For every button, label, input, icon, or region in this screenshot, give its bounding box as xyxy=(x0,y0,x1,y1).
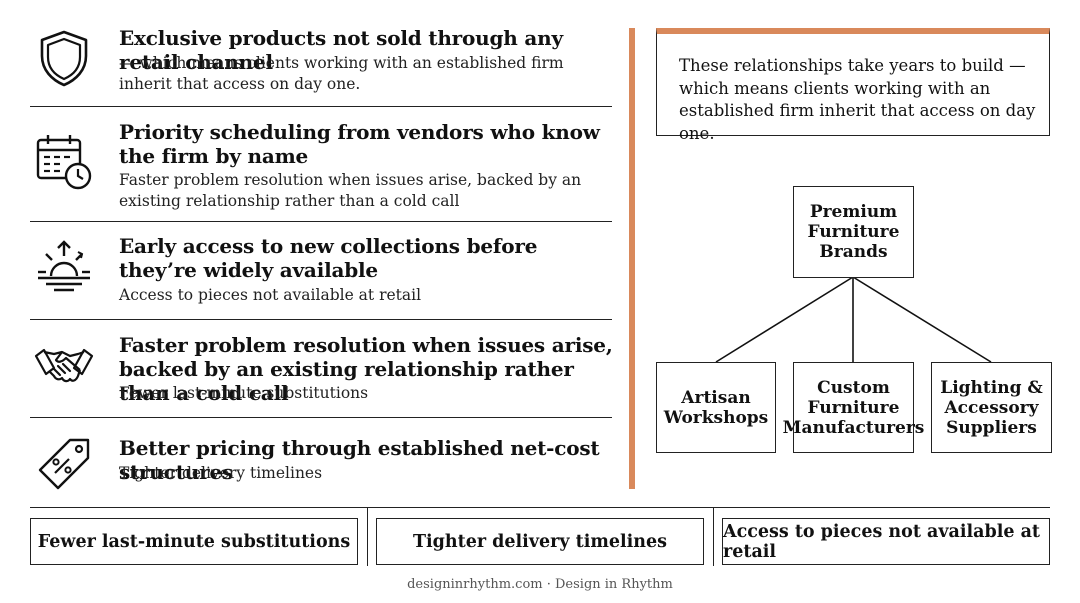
diagram-root-node: Premium Furniture Brands xyxy=(793,186,914,278)
connector-line xyxy=(852,276,992,363)
diagram-child-node: Artisan Workshops xyxy=(656,362,776,453)
benefit-title: Early access to new collections before t… xyxy=(119,234,538,282)
divider xyxy=(30,221,612,222)
divider xyxy=(713,508,714,566)
connector-line xyxy=(715,276,854,363)
benefit-item: Priority scheduling from vendors who kno… xyxy=(30,118,612,218)
benefit-item: Early access to new collections before t… xyxy=(30,234,612,314)
benefit-item: Better pricing through established net-c… xyxy=(30,436,612,500)
benefit-title: Priority scheduling from vendors who kno… xyxy=(119,120,600,168)
price-tag-icon xyxy=(38,438,90,490)
outcome-box: Fewer last-minute substitutions xyxy=(30,518,358,565)
benefit-title: Exclusive products not sold through any … xyxy=(119,26,563,74)
shield-icon xyxy=(40,30,88,87)
benefit-description: Faster problem resolution when issues ar… xyxy=(119,171,582,210)
sunrise-icon xyxy=(38,240,90,292)
divider xyxy=(367,508,368,566)
divider xyxy=(30,319,612,320)
divider xyxy=(30,417,612,418)
divider xyxy=(30,106,612,107)
outcome-box: Tighter delivery timelines xyxy=(376,518,704,565)
benefit-description: Fewer last-minute substitutions xyxy=(119,384,369,402)
handshake-icon xyxy=(34,348,94,383)
benefit-description: Access to pieces not available at retail xyxy=(119,286,422,304)
callout-text: These relationships take years to build … xyxy=(679,56,1036,143)
callout-box: These relationships take years to build … xyxy=(656,28,1050,143)
calendar-clock-icon xyxy=(36,135,92,190)
benefit-item: Faster problem resolution when issues ar… xyxy=(30,332,613,412)
accent-bar xyxy=(629,28,635,489)
benefit-title: Faster problem resolution when issues ar… xyxy=(119,333,613,405)
benefit-description: — which means clients working with an es… xyxy=(119,54,564,93)
benefit-description: Tighter delivery timelines xyxy=(119,464,323,482)
divider xyxy=(30,507,1050,508)
diagram-child-node: Lighting & Accessory Suppliers xyxy=(931,362,1052,453)
benefit-title: Better pricing through established net-c… xyxy=(119,436,600,484)
footer-credit: designinrhythm.com · Design in Rhythm xyxy=(407,577,673,592)
outcome-box: Access to pieces not available at retail xyxy=(722,518,1050,565)
diagram-child-node: Custom Furniture Manufacturers xyxy=(783,362,924,453)
benefit-item: Exclusive products not sold through any … xyxy=(30,26,612,104)
